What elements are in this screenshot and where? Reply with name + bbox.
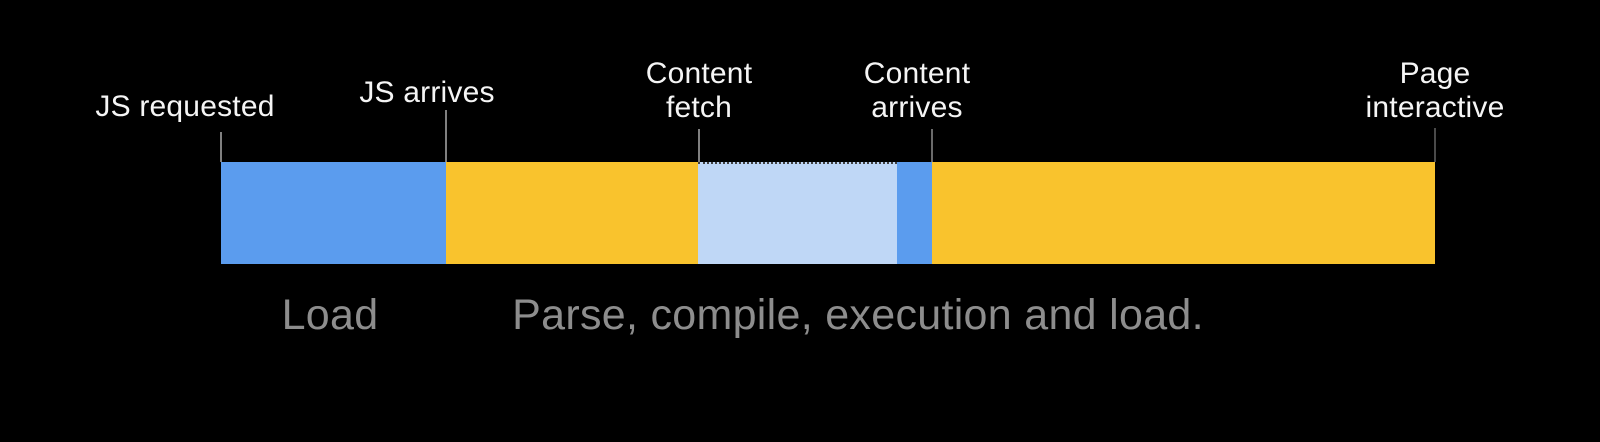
bar-segment-blue-1: [221, 162, 446, 264]
tick-content-arrives: [931, 129, 933, 162]
bar-segment-yellow-2: [932, 162, 1435, 264]
tick-page-interactive: [1434, 128, 1436, 162]
milestone-label-content-fetch: Content fetch: [645, 57, 753, 124]
milestone-label-page-interactive: Page interactive: [1365, 57, 1505, 124]
tick-content-fetch: [698, 129, 700, 162]
phase-label-load: Load: [281, 291, 379, 339]
tick-js-arrives: [445, 110, 447, 162]
timeline-bar: [221, 162, 1435, 264]
bar-segment-blue-2: [897, 162, 932, 264]
milestone-label-js-arrives: JS arrives: [359, 76, 495, 109]
milestone-label-js-requested: JS requested: [95, 90, 275, 123]
bar-segment-yellow-1: [446, 162, 698, 264]
tick-js-requested: [220, 132, 222, 162]
milestone-label-content-arrives: Content arrives: [863, 57, 971, 124]
bar-segment-light-blue: [698, 162, 897, 264]
phase-label-parse-compile: Parse, compile, execution and load.: [512, 291, 1204, 339]
